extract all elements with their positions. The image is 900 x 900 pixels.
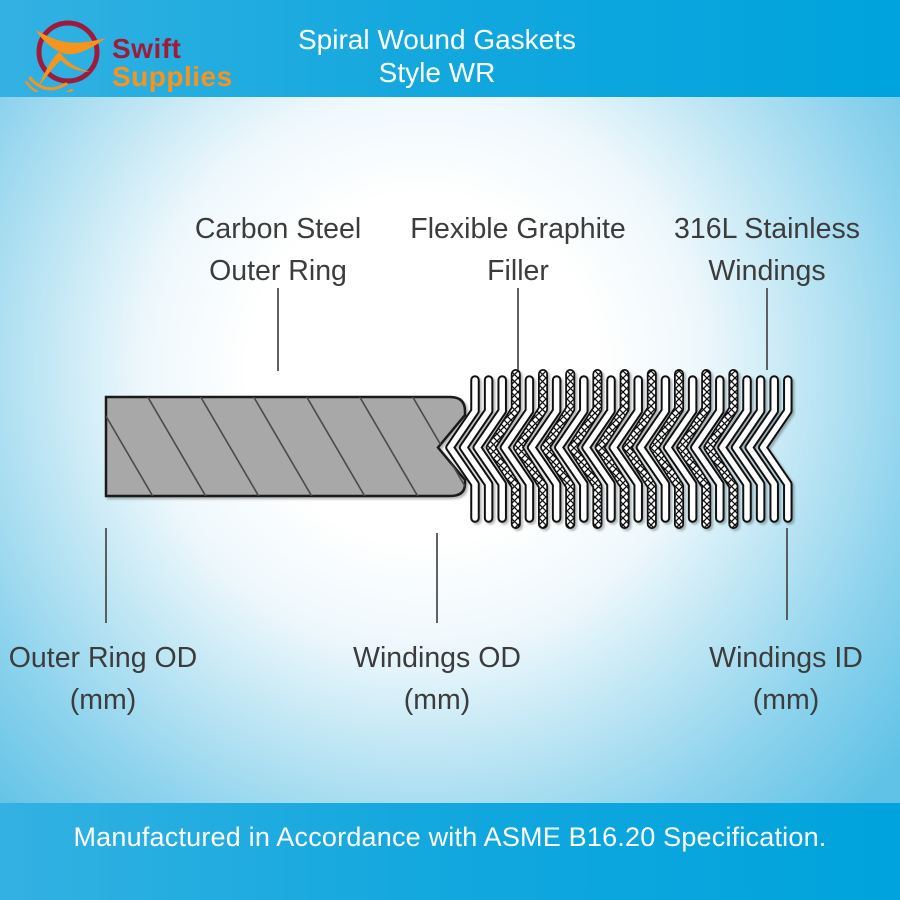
brand-name-top: Swift <box>112 33 181 64</box>
winding-stripe <box>447 377 478 521</box>
winding-stripe <box>460 377 492 521</box>
header: Swift Supplies Spiral Wound Gaskets Styl… <box>0 0 900 97</box>
hatch-line <box>145 397 209 496</box>
windings-graphic <box>445 369 793 529</box>
page-title: Spiral Wound Gaskets Style WR <box>298 23 576 89</box>
filler-stripe <box>487 370 520 528</box>
label-windings-id: Windings ID (mm) <box>709 637 863 721</box>
label-line: Flexible Graphite <box>410 213 626 245</box>
winding-stripe <box>528 377 560 521</box>
label-line: Filler <box>487 255 549 287</box>
winding-stripe <box>692 377 723 521</box>
filler-stripe <box>705 370 737 528</box>
winding-stripe <box>732 377 764 521</box>
label-316l-stainless-windings: 316L Stainless Windings <box>674 208 860 292</box>
label-carbon-steel-outer-ring: Carbon Steel Outer Ring <box>195 208 361 292</box>
filler-stripe <box>541 370 574 528</box>
hatch-line <box>304 397 368 496</box>
hatch-line <box>251 397 315 496</box>
label-line: (mm) <box>403 684 471 716</box>
brand-name-bottom: Supplies <box>112 61 233 92</box>
winding-stripe <box>474 377 505 521</box>
label-line: (mm) <box>752 684 820 716</box>
hatch-line <box>40 394 102 500</box>
filler-stripe <box>623 370 656 528</box>
label-line: (mm) <box>69 684 137 716</box>
filler-stripe <box>514 370 547 528</box>
label-flexible-graphite-filler: Flexible Graphite Filler <box>410 208 625 292</box>
winding-stripe <box>556 377 587 521</box>
winding-stripe <box>746 377 777 521</box>
filler-stripe <box>677 370 710 528</box>
label-outer-ring-od: Outer Ring OD (mm) <box>9 637 197 721</box>
winding-stripe <box>719 377 750 521</box>
label-line: Carbon Steel <box>194 213 362 245</box>
filler-stripe <box>650 370 683 528</box>
label-line: Windings OD <box>353 642 521 674</box>
label-line: Outer Ring OD <box>8 642 198 674</box>
label-line: Windings <box>708 255 826 287</box>
swift-supplies-logo: Swift Supplies <box>24 20 233 92</box>
footer-spec-text: Manufactured in Accordance with ASME B16… <box>73 822 827 852</box>
label-windings-od: Windings OD (mm) <box>353 637 521 721</box>
label-line: Outer Ring <box>209 255 347 287</box>
filler-stripe <box>596 370 628 528</box>
ring-hatch-lines <box>40 394 465 500</box>
page-title-line2: Style WR <box>378 57 496 88</box>
filler-stripe <box>569 370 601 528</box>
winding-stripe <box>610 377 641 521</box>
footer: Manufactured in Accordance with ASME B16… <box>0 803 900 900</box>
winding-stripe <box>637 377 669 521</box>
page-title-line1: Spiral Wound Gaskets <box>297 24 577 55</box>
winding-stripe <box>664 377 696 521</box>
label-line: Windings ID <box>709 642 863 674</box>
winding-stripe <box>501 377 533 521</box>
label-line: 316L Stainless <box>674 213 860 245</box>
winding-stripe <box>760 377 791 521</box>
outer-ring-graphic <box>40 394 467 500</box>
leader-lines <box>105 288 788 623</box>
hatch-line <box>198 397 262 496</box>
hatch-line <box>106 397 156 496</box>
hatch-line <box>357 397 421 496</box>
swift-bird-icon <box>24 20 106 92</box>
winding-stripe <box>583 377 614 521</box>
